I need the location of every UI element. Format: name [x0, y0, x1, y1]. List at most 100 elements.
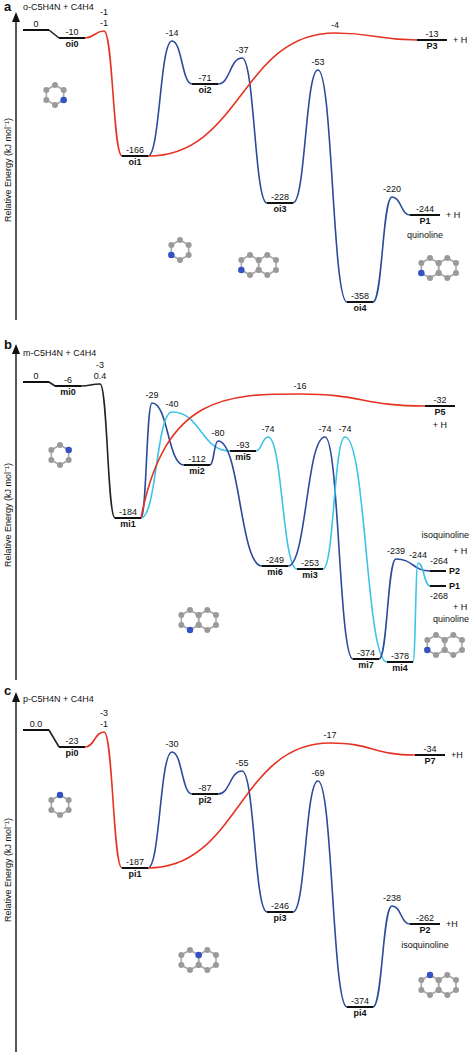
species-name: mi0: [55, 387, 81, 397]
species-name: P3: [417, 41, 447, 51]
energy-value: -264: [430, 556, 460, 566]
energy-value: -23: [59, 736, 85, 746]
annotation-holder: +H: [445, 919, 459, 929]
axis-line: [15, 700, 16, 1052]
ts-energy: -244: [408, 550, 428, 560]
ts-energy-holder: 0.4: [93, 371, 108, 381]
energy-level: 0: [23, 19, 49, 31]
annotation-holder: +H: [450, 750, 464, 760]
reaction-path: [49, 730, 59, 747]
level-bar: [417, 39, 447, 41]
nitrogen-atom: [195, 952, 201, 958]
species-name: pi4: [347, 1008, 373, 1018]
reaction-path: [148, 743, 415, 868]
ring-sketch: [168, 237, 191, 263]
reaction-path: [293, 70, 347, 302]
ts-energy: -80: [210, 428, 225, 438]
reactant-label: o-C5H4N + C4H4: [22, 2, 95, 12]
annotation: -3: [99, 708, 109, 718]
panel-letter-holder: b: [3, 338, 13, 352]
reaction-path: [49, 30, 59, 38]
ts-energy: -1: [99, 18, 109, 28]
energy-level: -374 mi7: [353, 648, 379, 670]
species-name: mi1: [115, 519, 141, 529]
level-bar: [184, 464, 210, 466]
species-name: oi4: [347, 303, 373, 313]
axis-arrow: [12, 344, 20, 354]
ts-energy: -69: [310, 768, 325, 778]
isoquinoline-sketch: [418, 972, 459, 998]
energy-value: -249: [262, 555, 288, 565]
reaction-path: [148, 752, 192, 868]
energy-level: -93mi5: [230, 440, 256, 462]
reaction-path: [148, 33, 417, 156]
ts-energy: -37: [234, 45, 249, 55]
reaction-path: [293, 781, 347, 1007]
energy-level: -253mi3: [297, 558, 323, 580]
ts-energy-holder: -220: [382, 184, 402, 194]
level-bar: [353, 658, 379, 660]
energy-value: -268: [430, 591, 460, 601]
panel-letter: a: [3, 0, 12, 14]
level-bar: [387, 661, 413, 663]
energy-level: -358oi4: [347, 291, 373, 313]
level-bar: [297, 568, 323, 570]
level-bar: [59, 37, 85, 39]
energy-value: -187: [122, 857, 148, 867]
level-bar: [410, 214, 440, 216]
energy-value: -374: [353, 648, 379, 658]
annotation-holder: + H: [452, 602, 468, 612]
energy-level: -378mi4: [387, 651, 413, 673]
reaction-path: [256, 437, 297, 569]
species-name: oi0: [59, 39, 85, 49]
annotation: + H: [432, 420, 448, 430]
level-bar: [430, 585, 446, 587]
ts-energy: -30: [164, 739, 179, 749]
axis-arrow: [12, 12, 20, 22]
annotation-holder: + H: [432, 420, 448, 430]
energy-level: -32P5: [425, 395, 455, 417]
axis-title-holder: Relative Energy (kJ mol⁻¹): [3, 462, 13, 568]
annotation-holder: isoquinoline: [420, 530, 470, 540]
level-bar: [262, 565, 288, 567]
pyridine-sketch: [43, 82, 66, 108]
energy-level: -246pi3: [267, 901, 293, 923]
energy-value: -166: [122, 145, 148, 155]
nitrogen-atom: [168, 252, 174, 258]
energy-value: -13: [417, 29, 447, 39]
ts-energy: -238: [382, 893, 402, 903]
axis-line: [15, 352, 16, 680]
energy-value: -253: [297, 558, 323, 568]
reaction-path: [373, 906, 410, 1007]
level-bar: [267, 911, 293, 913]
reaction-path: [141, 412, 230, 518]
ts-energy-holder: -40: [164, 399, 179, 409]
panel-letter: c: [3, 684, 12, 698]
quinoline-sketch: [418, 255, 459, 281]
energy-level: -166 oi1: [122, 145, 148, 167]
nitrogen-atom: [65, 447, 71, 453]
ts-energy: -239: [386, 546, 406, 556]
energy-value: -87: [192, 783, 218, 793]
axis-title: Relative Energy (kJ mol⁻¹): [3, 462, 13, 568]
pyridine-sketch: [48, 442, 71, 468]
ts-energy-holder: -69: [310, 768, 325, 778]
nitrogen-atom: [418, 270, 424, 276]
level-bar: [23, 29, 49, 31]
ts-energy-holder: -16: [292, 381, 307, 391]
ts-energy: -40: [164, 399, 179, 409]
species-name: P2: [410, 925, 440, 935]
species-name: oi1: [122, 157, 148, 167]
reaction-path: [141, 403, 184, 518]
energy-level: -10oi0: [59, 27, 85, 49]
energy-level: -23pi0: [59, 736, 85, 758]
energy-level: P1-268: [430, 581, 460, 601]
species-name: mi5: [230, 452, 256, 462]
ts-energy-holder: -238: [382, 893, 402, 903]
annotation: + H: [445, 210, 461, 220]
species-name: mi7: [353, 660, 379, 670]
ts-energy: -4: [330, 20, 340, 30]
ts-energy-holder: -37: [234, 45, 249, 55]
level-bar: [23, 729, 49, 731]
reaction-path: [373, 197, 410, 302]
